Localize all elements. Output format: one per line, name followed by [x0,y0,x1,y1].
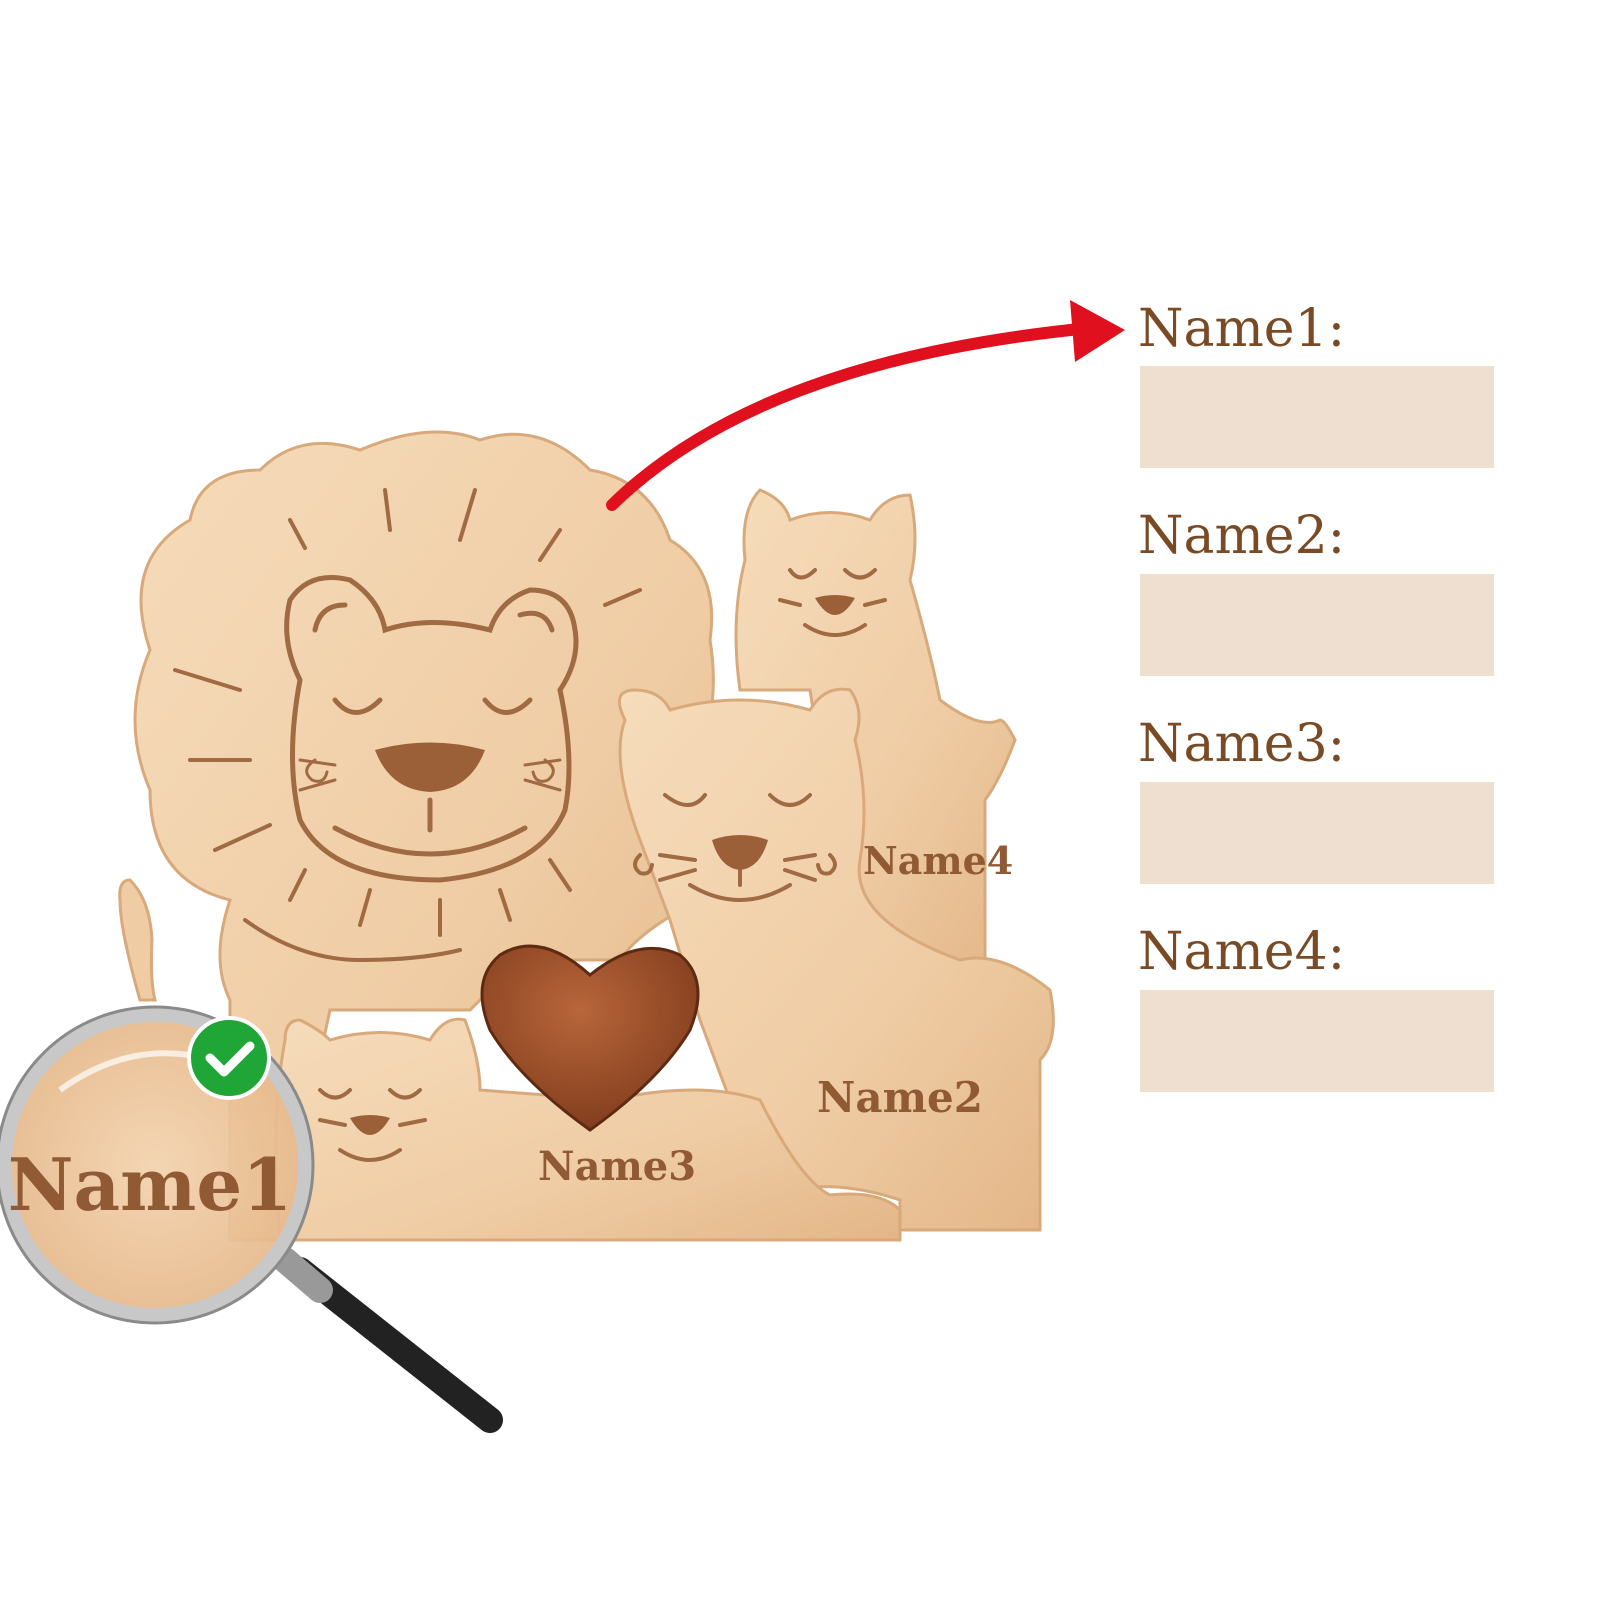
curved-arrow-icon [606,300,1125,511]
check-circle-icon [187,1016,271,1100]
name3-input[interactable] [1140,782,1494,884]
lion-piece [118,430,715,1242]
engraved-name2: Name2 [817,1073,983,1122]
name1-input[interactable] [1140,366,1494,468]
name1-label: Name1: [1138,299,1346,359]
lioness-piece: Name2 [617,687,1055,1232]
name2-input[interactable] [1140,574,1494,676]
engraved-name4: Name4 [863,838,1013,883]
small-cat-piece: Name4 [734,488,1017,962]
name4-input[interactable] [1140,990,1494,1092]
engraved-name3: Name3 [538,1143,696,1190]
name4-label: Name4: [1138,922,1346,982]
name3-label: Name3: [1138,714,1346,774]
name2-label: Name2: [1138,506,1346,566]
heart-piece-icon [480,944,700,1132]
engraved-name1: Name1 [8,1142,293,1227]
